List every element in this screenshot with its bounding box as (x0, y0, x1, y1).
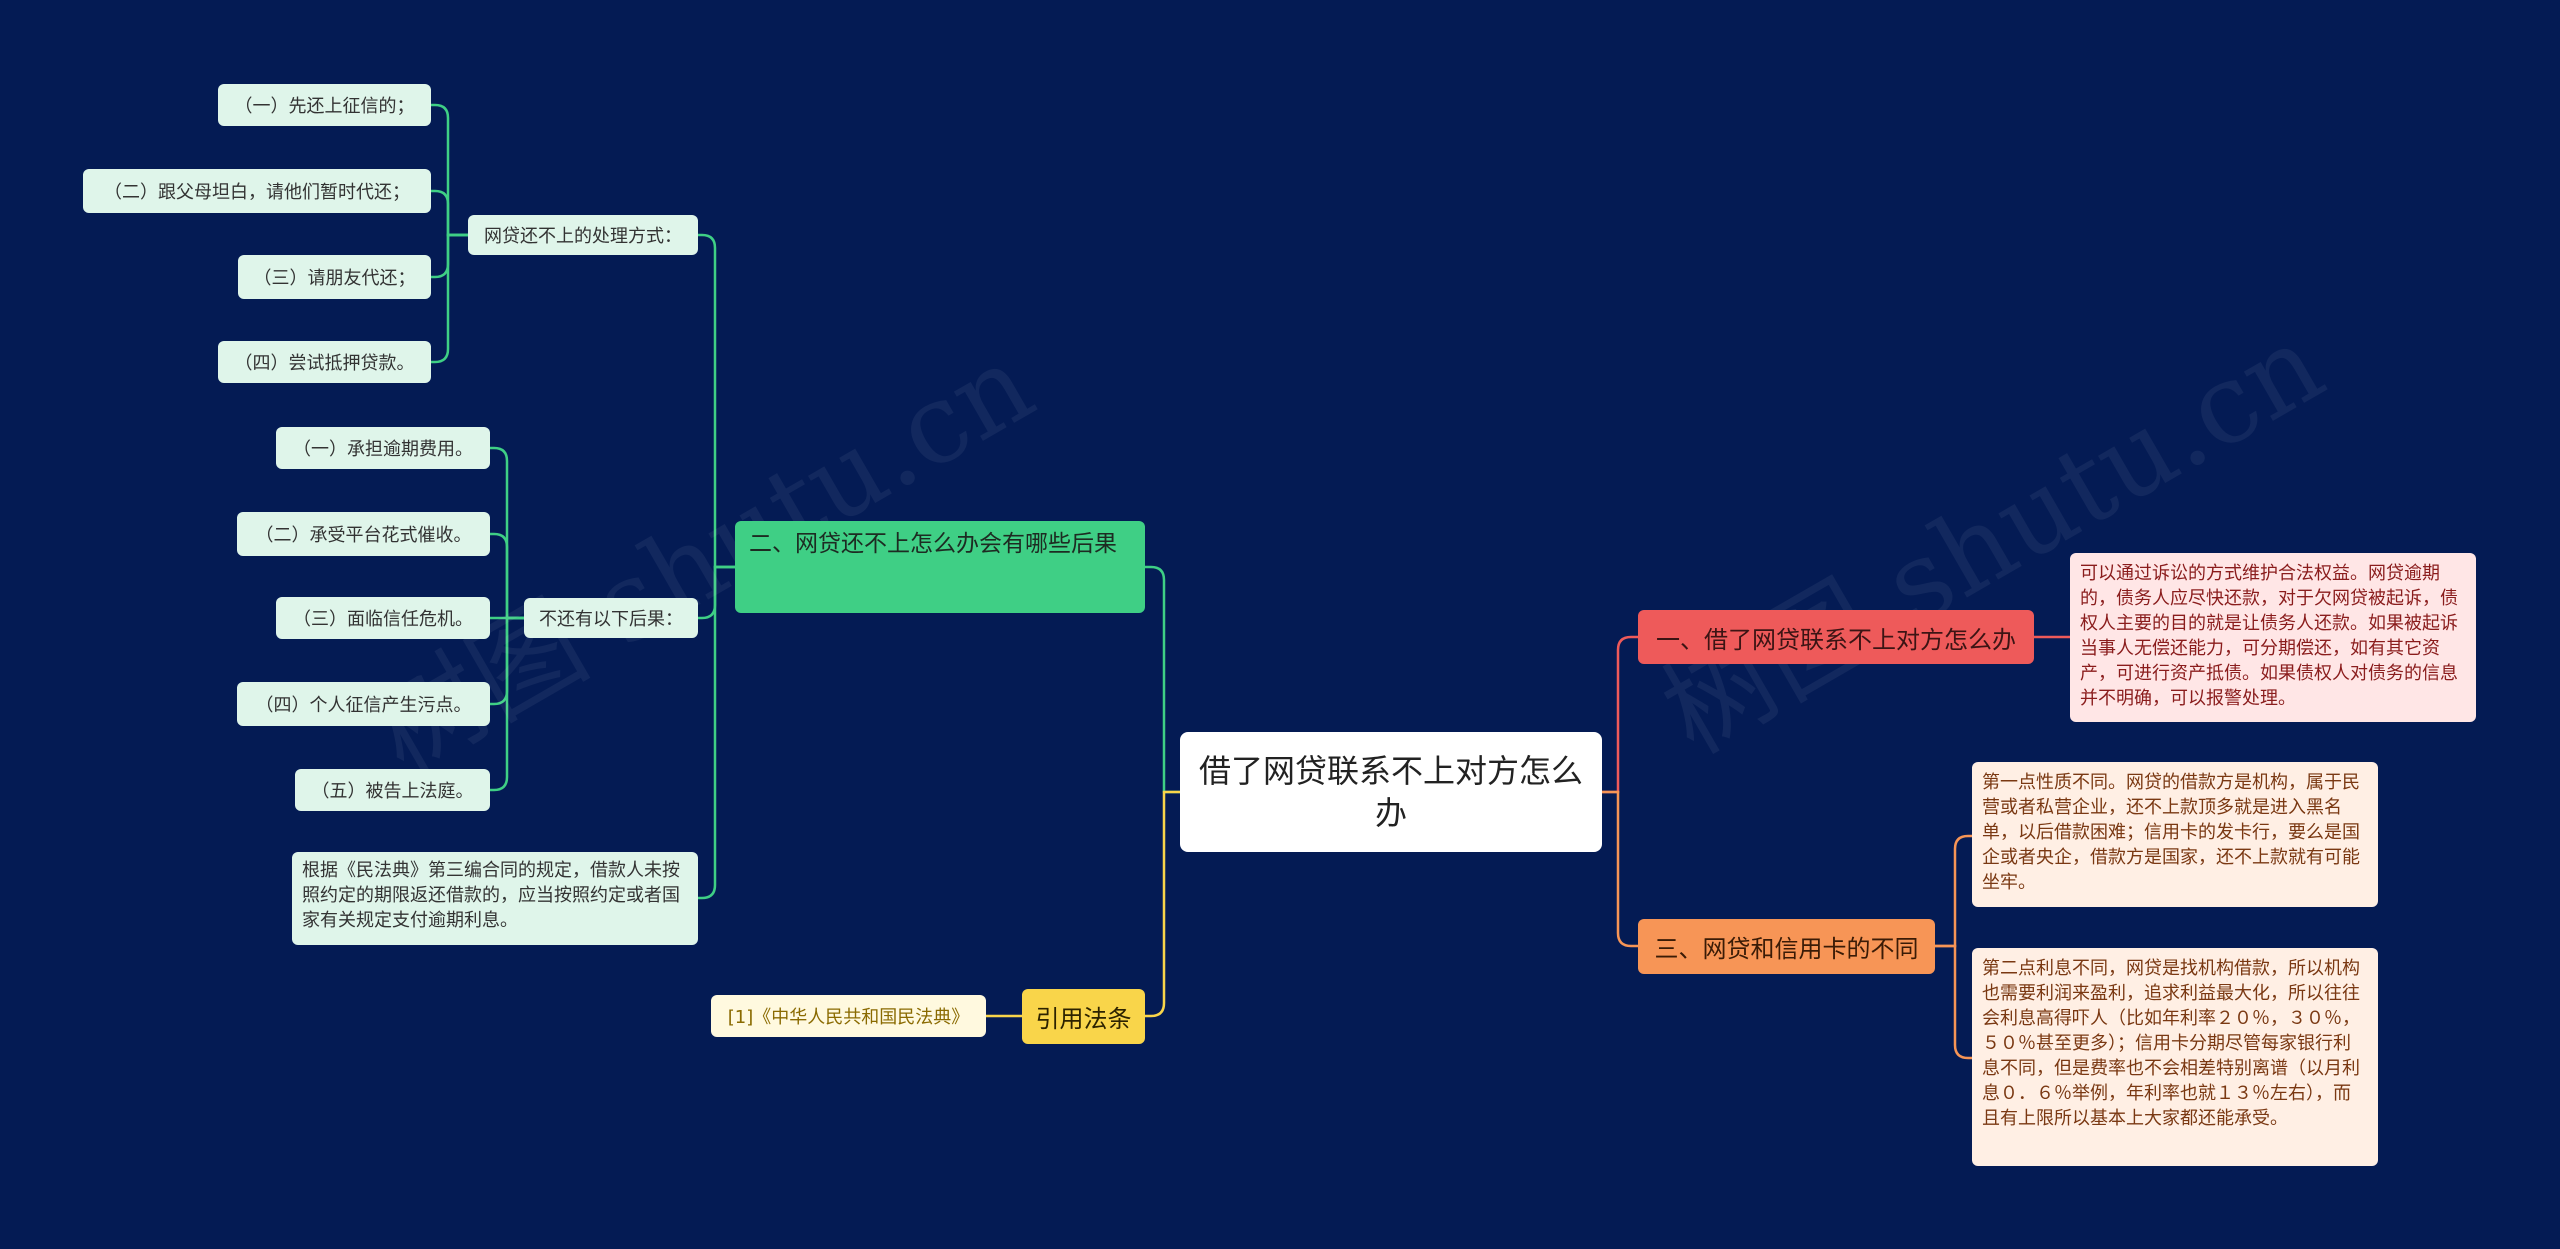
root-node[interactable]: 借了网贷联系不上对方怎么办 (1180, 732, 1602, 852)
consequences-node[interactable]: 不还有以下后果： (524, 598, 698, 638)
handling-item-3-label: （三）请朋友代还； (253, 268, 416, 289)
consequence-item-4[interactable]: （四）个人征信产生污点。 (237, 682, 490, 726)
difference-note-1-text: 第一点性质不同。网贷的借款方是机构，属于民营或者私营企业，还不上款顶多就是进入黑… (1982, 772, 2360, 893)
consequence-item-2[interactable]: （二）承受平台花式催收。 (237, 512, 490, 556)
handling-item-4-label: （四）尝试抵押贷款。 (234, 353, 415, 374)
root-label: 借了网贷联系不上对方怎么办 (1198, 752, 1583, 832)
difference-note-2[interactable]: 第二点利息不同，网贷是找机构借款，所以机构也需要利润来盈利，追求利益最大化，所以… (1972, 948, 2378, 1166)
branch-citations-label: 引用法条 (1035, 1005, 1132, 1033)
consequence-item-4-label: （四）个人征信产生污点。 (255, 695, 472, 716)
handling-methods-label: 网贷还不上的处理方式： (484, 226, 682, 247)
consequence-item-5-label: （五）被告上法庭。 (311, 781, 474, 802)
branch-consequences-label: 二、网贷还不上怎么办会有哪些后果 (749, 531, 1117, 557)
consequence-item-3-label: （三）面临信任危机。 (293, 609, 473, 630)
consequence-item-1-label: （一）承担逾期费用。 (293, 439, 473, 460)
civil-code-note[interactable]: 根据《民法典》第三编合同的规定，借款人未按照约定的期限返还借款的，应当按照约定或… (292, 852, 698, 945)
handling-item-3[interactable]: （三）请朋友代还； (238, 255, 431, 299)
handling-item-2-label: （二）跟父母坦白，请他们暂时代还； (104, 182, 410, 203)
contact-lost-note-text: 可以通过诉讼的方式维护合法权益。网贷逾期的，债务人应尽快还款，对于欠网贷被起诉，… (2080, 563, 2458, 709)
handling-methods-node[interactable]: 网贷还不上的处理方式： (468, 215, 698, 255)
consequence-item-3[interactable]: （三）面临信任危机。 (276, 597, 490, 639)
consequences-label: 不还有以下后果： (539, 609, 683, 630)
handling-item-4[interactable]: （四）尝试抵押贷款。 (218, 341, 431, 383)
difference-note-1[interactable]: 第一点性质不同。网贷的借款方是机构，属于民营或者私营企业，还不上款顶多就是进入黑… (1972, 762, 2378, 907)
branch-difference[interactable]: 三、网贷和信用卡的不同 (1638, 919, 1935, 974)
consequence-item-1[interactable]: （一）承担逾期费用。 (276, 427, 490, 469)
consequence-item-2-label: （二）承受平台花式催收。 (255, 525, 472, 546)
branch-contact-lost[interactable]: 一、借了网贷联系不上对方怎么办 (1638, 610, 2034, 664)
branch-consequences[interactable]: 二、网贷还不上怎么办会有哪些后果 (735, 521, 1145, 613)
handling-item-1-label: （一）先还上征信的； (234, 96, 415, 117)
branch-contact-lost-label: 一、借了网贷联系不上对方怎么办 (1656, 625, 2016, 654)
consequence-item-5[interactable]: （五）被告上法庭。 (295, 769, 490, 811)
citation-item-1-label: [1]《中华人民共和国民法典》 (727, 1007, 970, 1028)
branch-difference-label: 三、网贷和信用卡的不同 (1654, 935, 1919, 963)
handling-item-1[interactable]: （一）先还上征信的； (218, 84, 431, 126)
citation-item-1[interactable]: [1]《中华人民共和国民法典》 (711, 995, 986, 1037)
contact-lost-note[interactable]: 可以通过诉讼的方式维护合法权益。网贷逾期的，债务人应尽快还款，对于欠网贷被起诉，… (2070, 553, 2476, 722)
civil-code-note-text: 根据《民法典》第三编合同的规定，借款人未按照约定的期限返还借款的，应当按照约定或… (302, 860, 680, 931)
handling-item-2[interactable]: （二）跟父母坦白，请他们暂时代还； (83, 169, 431, 213)
branch-citations[interactable]: 引用法条 (1022, 989, 1145, 1044)
difference-note-2-text: 第二点利息不同，网贷是找机构借款，所以机构也需要利润来盈利，追求利益最大化，所以… (1982, 958, 2360, 1129)
